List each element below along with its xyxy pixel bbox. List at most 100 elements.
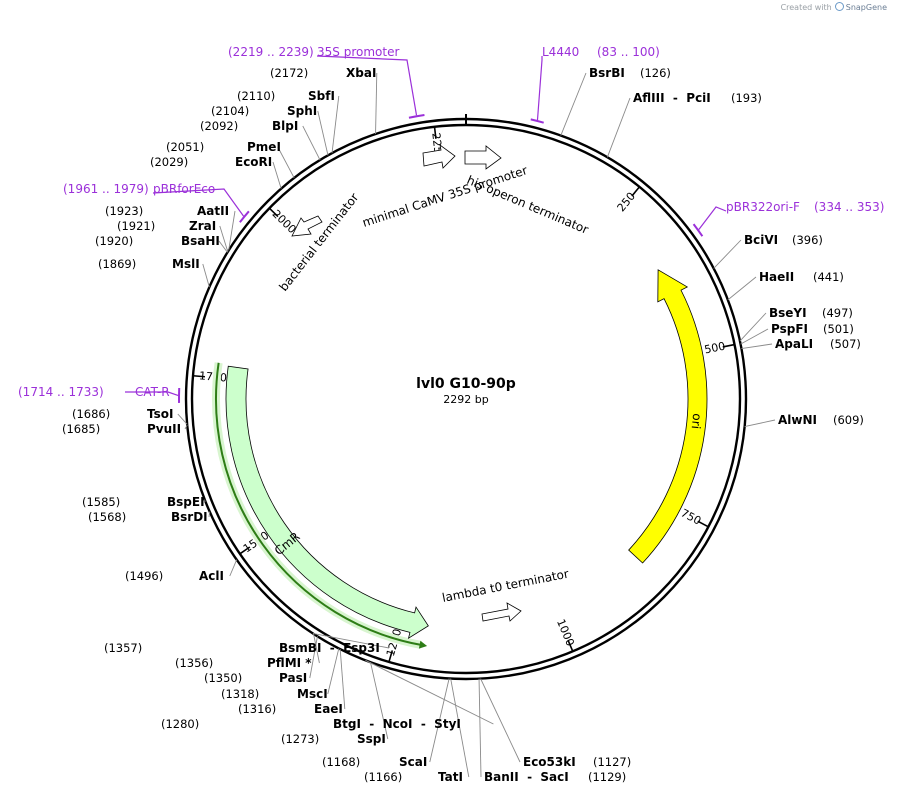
cmr-orf-line[interactable] [215,362,422,646]
enzyme-name: AflIII - PciI [633,91,711,105]
cmr-orf-arrowhead [418,640,428,649]
site-leader-line [740,328,769,345]
site-bcivi[interactable]: BciVI(396) [713,233,823,269]
enzyme-position: (2029) [150,155,188,169]
site-scai[interactable]: ScaI (1168) [322,678,450,769]
site-pmei[interactable]: PmeI (2051) [166,140,295,179]
primer-pbr322ori-f[interactable]: pBR322ori-F(334 .. 353) [692,200,885,237]
tick-label: 500 [703,340,726,357]
primer-range: (1714 .. 1733) [18,385,104,399]
enzyme-position: (1168) [322,755,360,769]
plasmid-name: lvl0 G10-90p [416,376,516,392]
primer-binding-arc [408,114,425,119]
ori-feature-arrow[interactable] [628,269,708,564]
site-leader-line [202,263,210,288]
site-aatii[interactable]: AatII(1923) [105,204,236,251]
primer-leader-line [125,391,179,397]
site-alwni[interactable]: AlwNI(609) [744,413,864,428]
enzyme-position: (2104) [211,104,249,118]
site-xbai[interactable]: XbaI(2172) [270,66,378,135]
tick-mark [388,650,394,663]
enzyme-name: BsaHI [181,234,220,248]
enzyme-name: BseYI [769,306,807,320]
primer-binding-arc [239,210,250,223]
enzyme-name: TatI [438,770,463,784]
site-zrai[interactable]: ZraI(1921) [117,219,229,252]
site-haeii[interactable]: HaeII(441) [727,270,844,301]
site-bsmbi-esp3i[interactable]: BsmBI - Esp3I (1357) [104,633,390,655]
site-msli[interactable]: MslI(1869) [98,257,210,288]
enzyme-position: (1280) [161,717,199,731]
site-msci[interactable]: MscI (1318) [221,648,340,701]
site-btgi-ncoi-styi[interactable]: BtgI - NcoI - StyI(1280) [161,659,494,731]
site-leader-line [429,678,450,763]
credit-brand: SnapGene [845,3,887,12]
primer-pbrforeco[interactable]: pBRforEco(1961 .. 1979) [63,182,250,223]
site-apali[interactable]: ApaLI(507) [741,337,861,351]
site-afliii-pcii[interactable]: AflIII - PciI(193) [606,91,762,158]
site-bseyi[interactable]: BseYI (497) [739,306,853,342]
site-bsrbi[interactable]: BsrBI(126) [560,66,671,136]
site-leader-line [277,146,295,179]
site-sphi[interactable]: SphI(2104) [211,104,329,156]
enzyme-position: (1920) [95,234,133,248]
site-sbfi[interactable]: SbfI(2110) [237,89,340,154]
site-leader-line [727,276,757,301]
minimal-camv-35s-promoter-arrow[interactable] [422,144,456,169]
enzyme-name: PspFI [771,322,808,336]
primer-leader-line [698,206,727,230]
enzyme-name: PflMI * [267,656,312,670]
site-tati[interactable]: TatI(1166) [364,678,470,784]
enzyme-name: MscI [297,687,328,701]
bacterial-terminator-label: bacterial terminator [276,190,361,293]
site-bspei[interactable]: BspEI(1585) [82,495,206,509]
site-pspfi[interactable]: PspFI(501) [740,322,854,345]
enzyme-name: PmeI [247,140,281,154]
site-bsrdi[interactable]: BsrDI(1568) [88,510,211,524]
site-acli[interactable]: AclI(1496) [125,559,238,583]
site-eco53ki[interactable]: Eco53kI(1127) [480,678,632,769]
enzyme-position: (1921) [117,219,155,233]
enzyme-name: ScaI [399,755,427,769]
tick-mark [567,639,574,652]
enzyme-position: (497) [822,306,853,320]
site-sspi[interactable]: SspI(1273) [281,662,389,746]
enzyme-position: (2110) [237,89,275,103]
his-operon-terminator-arrow[interactable] [464,145,502,170]
enzyme-name: BsrBI [589,66,625,80]
site-bsahi[interactable]: BsaHI (1920) [95,234,228,253]
enzyme-position: (2051) [166,140,204,154]
cmr-feature-arrow[interactable] [225,365,429,640]
site-leader-line [606,97,631,158]
enzyme-position: (1273) [281,732,319,746]
site-leader-line [478,678,482,778]
tick-label: 750 [679,506,704,527]
site-eaei[interactable]: EaeI(1316) [238,649,346,716]
enzyme-position: (1318) [221,687,259,701]
site-banii-saci[interactable]: BanII - SacI(1129) [478,678,626,784]
site-blpi[interactable]: BlpI(2092) [200,119,321,161]
lambda-t0-terminator-arrow[interactable] [481,602,522,622]
site-pvuii[interactable]: PvuII(1685) [62,422,188,436]
site-leader-line [480,678,521,763]
enzyme-name: MslI [172,257,200,271]
enzyme-name: BsmBI - Esp3I [279,641,380,655]
site-pasi[interactable]: PasI(1350) [204,636,318,685]
enzyme-position: (1686) [72,407,110,421]
enzyme-position: (441) [813,270,844,284]
ori-feature-label: ori [689,413,704,430]
primer-35s-promoter[interactable]: 35S promoter(2219 .. 2239) [228,45,425,119]
site-pflmi[interactable]: PflMI *(1356) [175,633,320,670]
primer-binding-arc [692,223,704,237]
primer-cat-r[interactable]: CAT-R(1714 .. 1733) [18,385,181,403]
enzyme-name: XbaI [346,66,376,80]
enzyme-name: PvuII [147,422,181,436]
site-tsoi[interactable]: TsoI(1686) [72,407,188,425]
primer-l4440[interactable]: L4440(83 .. 100) [530,45,660,124]
site-leader-line [302,125,321,161]
site-leader-line [309,636,318,679]
enzyme-position: (1357) [104,641,142,655]
bacterial-terminator-arrow[interactable] [291,215,323,237]
site-ecori[interactable]: EcoRI(2029) [150,155,282,189]
